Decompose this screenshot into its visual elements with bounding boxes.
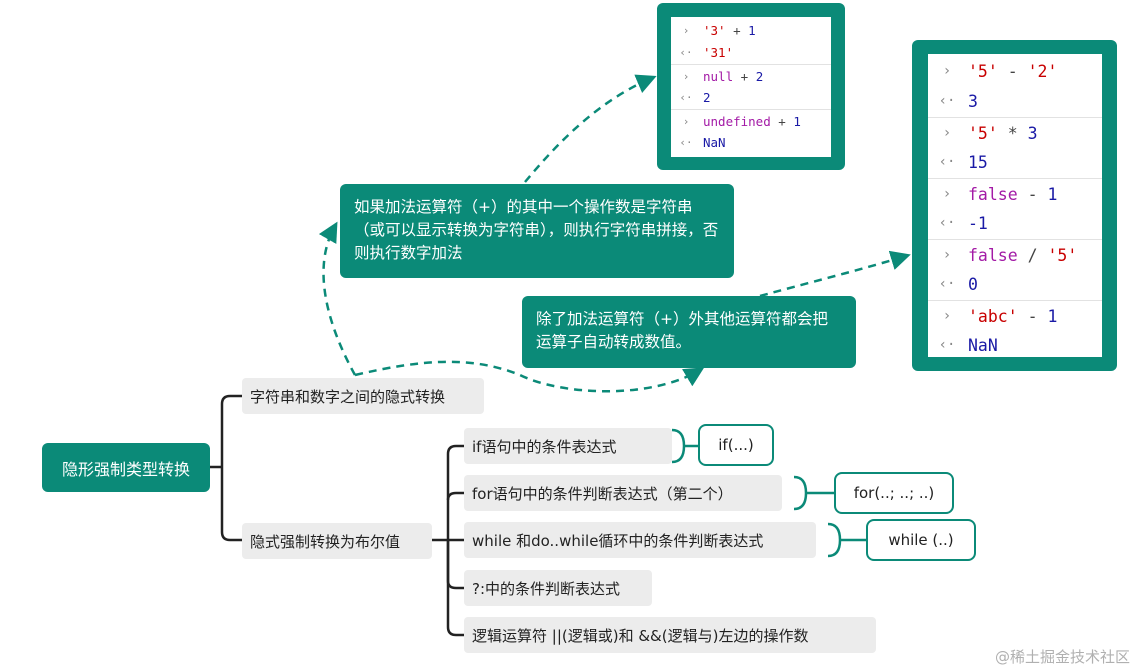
note-other-operators: 除了加法运算符（+）外其他运算符都会把运算子自动转成数值。 bbox=[522, 296, 856, 368]
console-result-row: ‹· 2 bbox=[671, 86, 831, 108]
console-result-value: -1 bbox=[968, 213, 988, 233]
code-token: false bbox=[968, 184, 1018, 204]
code-token: 1 bbox=[1047, 184, 1058, 204]
code-token: - bbox=[1017, 306, 1048, 326]
watermark: @稀土掘金技术社区 bbox=[994, 648, 1130, 666]
code-token: 'abc' bbox=[968, 306, 1018, 326]
bool-item-label: for语句中的条件判断表达式（第二个） bbox=[472, 484, 733, 503]
bool-item-while: while 和do..while循环中的条件判断表达式 bbox=[464, 522, 816, 558]
bool-item-if: if语句中的条件表达式 bbox=[464, 428, 672, 464]
console-result-row: ‹· NaN bbox=[928, 330, 1102, 360]
branch-string-number-label: 字符串和数字之间的隐式转换 bbox=[250, 387, 446, 406]
code-token: / bbox=[1017, 245, 1048, 265]
code-token: - bbox=[1017, 184, 1048, 204]
code-token: '5' bbox=[968, 123, 998, 143]
note-plus-text: 如果加法运算符（+）的其中一个操作数是字符串（或可以显示转换为字符串），则执行字… bbox=[354, 198, 719, 262]
console-input-row: › null + 2 bbox=[671, 64, 831, 87]
console-input-row: › false - 1 bbox=[928, 178, 1102, 209]
code-token: '5' bbox=[1047, 245, 1078, 265]
code-token: 2 bbox=[755, 68, 764, 84]
code-token: false bbox=[968, 245, 1018, 265]
bool-item-for: for语句中的条件判断表达式（第二个） bbox=[464, 475, 782, 511]
result-arrow-icon: ‹· bbox=[938, 276, 956, 292]
console-other-examples: ›'5' - '2'‹·3›'5' * 3‹·15›false - 1‹·-1›… bbox=[912, 40, 1117, 371]
console-input-row: › '5' - '2' bbox=[928, 56, 1102, 86]
console-result-value: 2 bbox=[703, 89, 711, 105]
code-token: undefined bbox=[703, 113, 771, 129]
example-label: for(..; ..; ..) bbox=[853, 484, 935, 502]
console-result-value: 0 bbox=[968, 274, 978, 294]
result-arrow-icon: ‹· bbox=[938, 215, 956, 231]
prompt-chevron-icon: › bbox=[682, 114, 690, 128]
console-result-row: ‹· 3 bbox=[928, 86, 1102, 116]
console-result-value: 3 bbox=[968, 91, 978, 111]
console-input-row: › undefined + 1 bbox=[671, 109, 831, 132]
result-arrow-icon: ‹· bbox=[679, 90, 693, 104]
root-label: 隐形强制类型转换 bbox=[61, 459, 190, 479]
code-token: 1 bbox=[1047, 306, 1058, 326]
code-token: + bbox=[725, 22, 749, 38]
console-input-row: › '5' * 3 bbox=[928, 117, 1102, 148]
note-plus-operator: 如果加法运算符（+）的其中一个操作数是字符串（或可以显示转换为字符串），则执行字… bbox=[340, 184, 734, 278]
prompt-chevron-icon: › bbox=[942, 125, 952, 141]
console-result-value: 15 bbox=[968, 152, 988, 172]
example-for: for(..; ..; ..) bbox=[834, 472, 954, 514]
prompt-chevron-icon: › bbox=[682, 23, 690, 37]
console-result-value: NaN bbox=[968, 335, 998, 355]
result-arrow-icon: ‹· bbox=[938, 337, 956, 353]
console-result-value: '31' bbox=[703, 44, 734, 60]
code-token: '3' bbox=[703, 22, 726, 38]
code-token: * bbox=[997, 123, 1028, 143]
console-result-row: ‹· -1 bbox=[928, 208, 1102, 238]
branch-boolean: 隐式强制转换为布尔值 bbox=[242, 523, 432, 559]
prompt-chevron-icon: › bbox=[682, 69, 690, 83]
note-other-text: 除了加法运算符（+）外其他运算符都会把运算子自动转成数值。 bbox=[536, 310, 828, 351]
code-token: + bbox=[733, 68, 756, 84]
code-token: '2' bbox=[1027, 61, 1058, 81]
root-node: 隐形强制类型转换 bbox=[42, 443, 210, 492]
code-token: '5' bbox=[968, 61, 998, 81]
result-arrow-icon: ‹· bbox=[938, 154, 956, 170]
code-token: 3 bbox=[1027, 123, 1038, 143]
console-result-row: ‹· NaN bbox=[671, 131, 831, 153]
code-token: + bbox=[770, 113, 794, 129]
console-plus-examples: › '3' + 1 ‹· '31' › null + 2 ‹· 2 › undefined + 1… bbox=[657, 3, 845, 170]
branch-string-number: 字符串和数字之间的隐式转换 bbox=[242, 378, 484, 414]
prompt-chevron-icon: › bbox=[942, 247, 952, 263]
console-result-value: NaN bbox=[703, 134, 726, 150]
console-input-row: › 'abc' - 1 bbox=[928, 300, 1102, 331]
bool-item-logical: 逻辑运算符 ||(逻辑或)和 &&(逻辑与)左边的操作数 bbox=[464, 617, 876, 653]
bool-item-label: while 和do..while循环中的条件判断表达式 bbox=[472, 531, 764, 550]
result-arrow-icon: ‹· bbox=[679, 45, 693, 59]
console-input-row: › false / '5' bbox=[928, 239, 1102, 270]
code-token: 1 bbox=[748, 22, 756, 38]
bool-item-label: 逻辑运算符 ||(逻辑或)和 &&(逻辑与)左边的操作数 bbox=[472, 626, 809, 645]
bool-item-label: ?:中的条件判断表达式 bbox=[472, 579, 621, 598]
prompt-chevron-icon: › bbox=[942, 308, 952, 324]
bool-item-label: if语句中的条件表达式 bbox=[472, 437, 617, 456]
branch-boolean-label: 隐式强制转换为布尔值 bbox=[250, 532, 401, 551]
console-plus-inner: › '3' + 1 ‹· '31' › null + 2 ‹· 2 › undefined + 1… bbox=[671, 17, 831, 157]
result-arrow-icon: ‹· bbox=[938, 93, 956, 109]
example-label: while (..) bbox=[888, 531, 954, 549]
bool-item-ternary: ?:中的条件判断表达式 bbox=[464, 570, 652, 606]
code-token: - bbox=[997, 61, 1028, 81]
console-result-row: ‹· 15 bbox=[928, 147, 1102, 177]
example-if: if(...) bbox=[698, 424, 774, 466]
example-while: while (..) bbox=[866, 519, 976, 561]
prompt-chevron-icon: › bbox=[942, 186, 952, 202]
example-label: if(...) bbox=[718, 436, 754, 454]
code-token: null bbox=[703, 68, 734, 84]
result-arrow-icon: ‹· bbox=[679, 135, 693, 149]
console-other-inner: ›'5' - '2'‹·3›'5' * 3‹·15›false - 1‹·-1›… bbox=[928, 54, 1102, 357]
code-token: 1 bbox=[793, 113, 801, 129]
prompt-chevron-icon: › bbox=[942, 63, 952, 79]
console-result-row: ‹· 0 bbox=[928, 269, 1102, 299]
console-result-row: ‹· '31' bbox=[671, 41, 831, 63]
console-input-row: › '3' + 1 bbox=[671, 19, 831, 41]
